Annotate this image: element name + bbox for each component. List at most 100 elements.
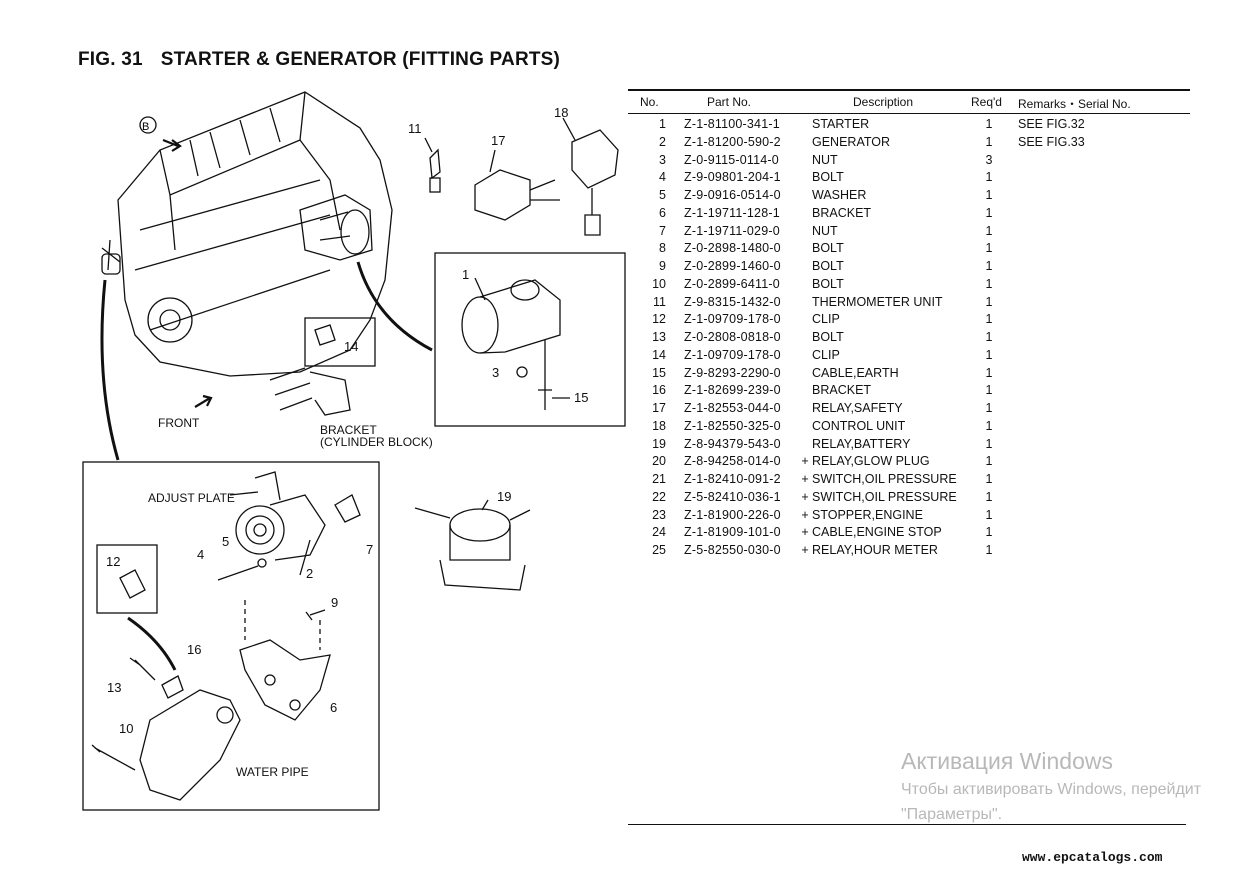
water-pipe-label: WATER PIPE xyxy=(236,765,309,779)
row-required-qty: 1 xyxy=(985,117,993,131)
front-label: FRONT xyxy=(158,416,200,430)
row-part-number: Z-0-2899-6411-0 xyxy=(684,276,780,291)
row-description: THERMOMETER UNIT xyxy=(812,294,943,309)
row-required-qty: 1 xyxy=(985,223,993,238)
row-description: BOLT xyxy=(812,241,844,256)
row-number: 16 xyxy=(652,383,666,398)
callout-14: 14 xyxy=(344,339,359,354)
row-number: 24 xyxy=(652,525,666,540)
row-description: WASHER xyxy=(812,188,867,202)
row-plus-marker: + xyxy=(801,489,809,504)
table-top-rule xyxy=(628,89,1190,91)
callout-3: 3 xyxy=(492,365,500,380)
row-description: BOLT xyxy=(812,330,844,344)
row-description: BRACKET xyxy=(812,205,872,220)
row-required-qty: 3 xyxy=(985,152,993,167)
row-part-number: Z-1-09709-178-0 xyxy=(684,347,781,362)
row-description: BOLT xyxy=(812,259,844,273)
row-required-qty: 1 xyxy=(985,454,993,469)
header-reqd: Req'd xyxy=(971,95,1002,109)
callout-1: 1 xyxy=(462,267,470,282)
row-remarks: SEE FIG.32 xyxy=(1018,117,1085,131)
row-required-qty: 1 xyxy=(985,418,993,433)
row-description: BRACKET xyxy=(812,383,872,398)
clip-12-box xyxy=(96,544,158,614)
row-part-number: Z-1-09709-178-0 xyxy=(684,312,781,327)
callout-19: 19 xyxy=(497,489,512,504)
row-description: CABLE,EARTH xyxy=(812,365,899,380)
row-part-number: Z-9-09801-204-1 xyxy=(684,170,781,185)
row-part-number: Z-1-81900-226-0 xyxy=(684,507,781,522)
header-part-no: Part No. xyxy=(707,95,752,109)
row-number: 25 xyxy=(652,543,666,557)
starter-detail-box xyxy=(434,252,626,427)
header-description: Description xyxy=(853,95,914,109)
row-number: 1 xyxy=(659,117,666,131)
row-part-number: Z-9-8315-1432-0 xyxy=(684,294,781,309)
callout-12: 12 xyxy=(106,554,121,569)
row-number: 2 xyxy=(659,134,666,149)
row-required-qty: 1 xyxy=(985,525,993,540)
row-number: 18 xyxy=(652,418,666,433)
row-number: 8 xyxy=(659,241,666,256)
header-remarks: Remarks・Serial No. xyxy=(1018,97,1131,111)
row-part-number: Z-5-82550-030-0 xyxy=(684,543,781,557)
row-description: CONTROL UNIT xyxy=(812,418,906,433)
callout-13: 13 xyxy=(107,680,122,695)
row-description: BOLT xyxy=(812,276,844,291)
row-number: 17 xyxy=(652,401,666,415)
row-required-qty: 1 xyxy=(985,259,993,273)
row-required-qty: 1 xyxy=(985,365,993,380)
table-row: 18 Z-1-82550-325-0 CONTROL UNIT 1 xyxy=(628,419,1188,437)
row-part-number: Z-1-81200-590-2 xyxy=(684,134,781,149)
row-required-qty: 1 xyxy=(985,312,993,327)
row-number: 22 xyxy=(652,489,666,504)
callout-16: 16 xyxy=(187,642,202,657)
row-plus-marker: + xyxy=(801,454,809,469)
row-description: CLIP xyxy=(812,347,840,362)
view-b-marker xyxy=(139,116,157,134)
bracket-sub-label: (CYLINDER BLOCK) xyxy=(320,435,433,449)
row-part-number: Z-9-0916-0514-0 xyxy=(684,188,781,202)
row-part-number: Z-1-82550-325-0 xyxy=(684,418,781,433)
row-part-number: Z-0-2898-1480-0 xyxy=(684,241,781,256)
row-description: SWITCH,OIL PRESSURE xyxy=(812,489,957,504)
row-required-qty: 1 xyxy=(985,543,993,557)
row-description: STOPPER,ENGINE xyxy=(812,507,923,522)
row-part-number: Z-0-9115-0114-0 xyxy=(684,152,779,167)
row-required-qty: 1 xyxy=(985,507,993,522)
row-part-number: Z-5-82410-036-1 xyxy=(684,489,781,504)
activation-watermark-text: Чтобы активировать Windows, перейдит xyxy=(901,781,1202,798)
callout-9: 9 xyxy=(331,595,339,610)
row-number: 13 xyxy=(652,330,666,344)
callout-10: 10 xyxy=(119,721,134,736)
table-bottom-rule xyxy=(628,824,1186,825)
row-part-number: Z-0-2899-1460-0 xyxy=(684,259,781,273)
row-number: 20 xyxy=(652,454,666,469)
row-required-qty: 1 xyxy=(985,134,993,149)
bracket-label: BRACKET xyxy=(320,423,377,437)
row-number: 7 xyxy=(659,223,666,238)
row-required-qty: 1 xyxy=(985,241,993,256)
row-description: RELAY,GLOW PLUG xyxy=(812,454,930,469)
row-required-qty: 1 xyxy=(985,188,993,202)
row-description: RELAY,SAFETY xyxy=(812,401,903,415)
site-footer: www.epcatalogs.com xyxy=(1022,850,1163,865)
callout-2: 2 xyxy=(306,566,314,581)
row-required-qty: 1 xyxy=(985,401,993,415)
parts-diagram: B xyxy=(82,91,626,811)
row-part-number: Z-1-81100-341-1 xyxy=(684,117,780,131)
